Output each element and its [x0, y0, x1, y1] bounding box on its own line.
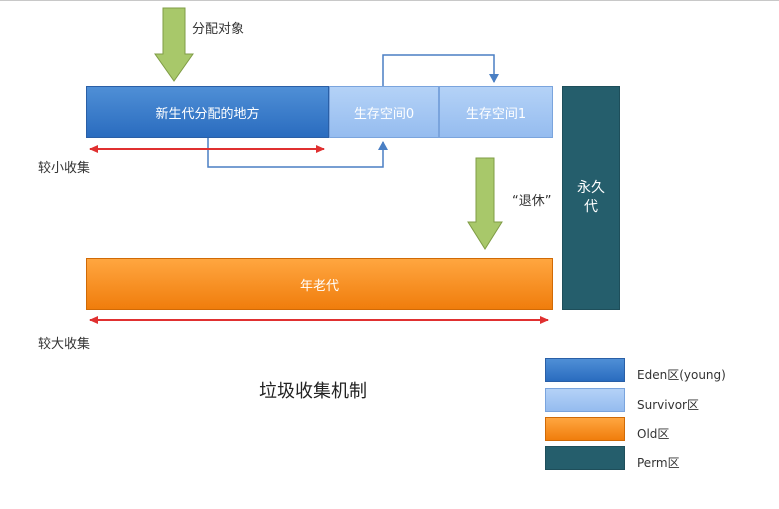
legend-swatch-eden: [545, 358, 625, 382]
major-gc-label: 较大收集: [38, 337, 91, 352]
perm-gen-block: 永久 代: [562, 86, 620, 310]
legend-label-eden: Eden区(young): [637, 368, 726, 382]
survivor-swap-arrow: [382, 54, 499, 86]
legend-swatch-old: [545, 417, 625, 441]
allocate-object-label: 分配对象: [192, 22, 245, 37]
old-gen-block: 年老代: [86, 258, 553, 310]
legend-swatch-survivor: [545, 388, 625, 412]
legend-label-perm: Perm区: [637, 456, 680, 470]
eden-to-survivor-arrow: [207, 138, 388, 168]
survivor-space-1-block: 生存空间1: [439, 86, 553, 138]
legend-label-old: Old区: [637, 427, 670, 441]
survivor-space-0-label: 生存空间0: [353, 106, 415, 122]
survivor-space-1-label: 生存空间1: [465, 106, 527, 122]
retire-label: “退休”: [512, 194, 552, 209]
allocate-down-arrow: [154, 7, 194, 82]
old-gen-label: 年老代: [299, 278, 339, 294]
survivor-space-0-block: 生存空间0: [329, 86, 439, 138]
top-divider: [0, 0, 779, 1]
eden-space-block: 新生代分配的地方: [86, 86, 329, 138]
legend-swatch-perm: [545, 446, 625, 470]
minor-gc-label: 较小收集: [38, 161, 91, 176]
perm-gen-label-line2: 代: [584, 199, 598, 215]
diagram-title: 垃圾收集机制: [259, 381, 367, 402]
legend-label-survivor: Survivor区: [637, 398, 699, 412]
eden-space-label: 新生代分配的地方: [155, 106, 260, 122]
retire-down-arrow: [467, 157, 503, 250]
perm-gen-label-line1: 永久: [577, 180, 605, 196]
